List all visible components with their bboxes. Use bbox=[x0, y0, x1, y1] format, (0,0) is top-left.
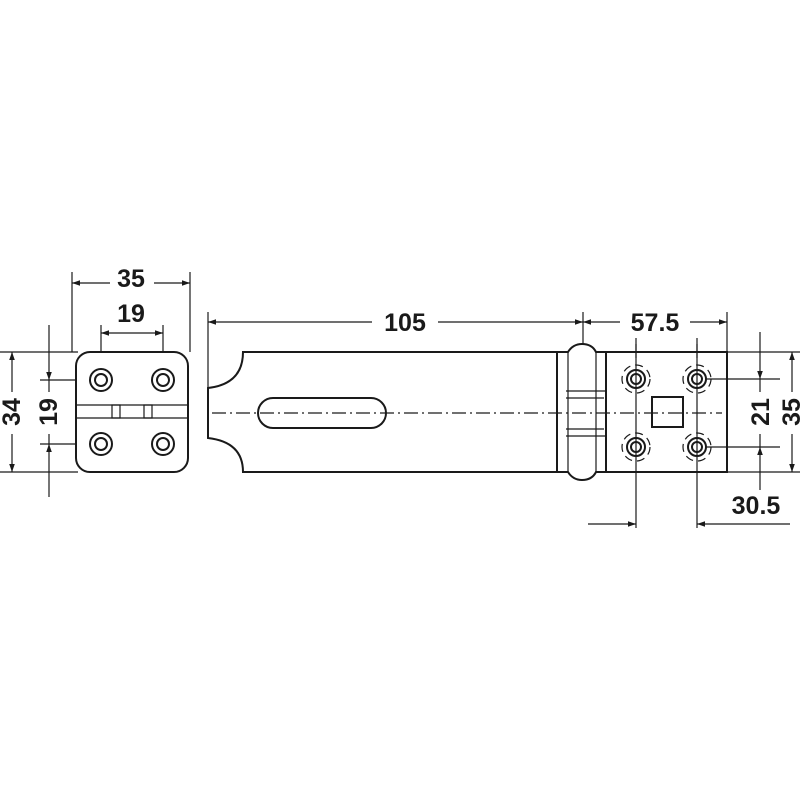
dim-front-hole-spacing-h: 19 bbox=[117, 300, 145, 328]
hasp-view: 105 57.5 21 35 30.5 bbox=[207, 305, 800, 528]
dim-staple-hole-offset: 30.5 bbox=[732, 492, 781, 520]
dim-staple-height: 35 bbox=[778, 398, 800, 426]
front-view-screw-hole bbox=[89, 368, 113, 392]
front-view-plate bbox=[75, 351, 189, 473]
staple-square-hole bbox=[651, 396, 684, 428]
dim-staple-hole-spacing-v: 21 bbox=[747, 398, 775, 426]
front-view-screw-hole bbox=[151, 368, 175, 392]
dim-front-height: 34 bbox=[0, 398, 26, 426]
front-view: 35 19 34 19 bbox=[0, 262, 191, 497]
front-view-screw-hole bbox=[151, 432, 175, 456]
front-view-screw-hole bbox=[89, 432, 113, 456]
dim-hasp-length: 105 bbox=[384, 309, 426, 337]
dim-front-width: 35 bbox=[117, 265, 145, 293]
dim-front-hole-spacing-v: 19 bbox=[35, 398, 63, 426]
hinge-knuckle bbox=[556, 342, 607, 482]
dim-staple-length: 57.5 bbox=[631, 309, 680, 337]
